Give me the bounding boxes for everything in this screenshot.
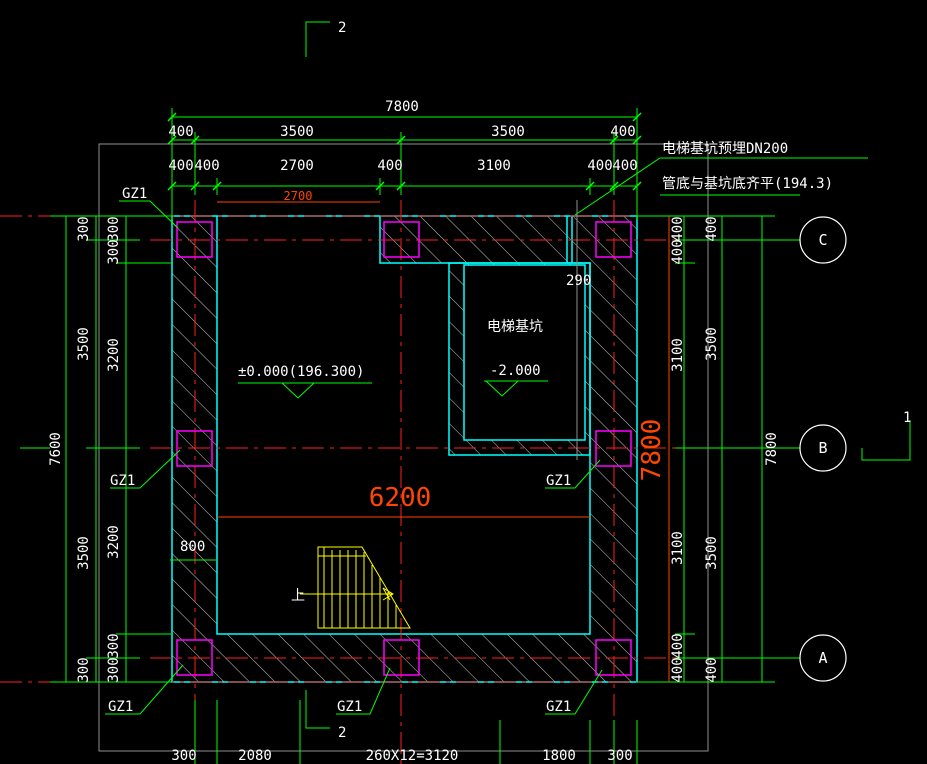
gz-label: GZ1 <box>122 186 147 202</box>
gz-label: GZ1 <box>546 473 571 489</box>
pit-note-line-1: 电梯基坑预埋DN200 <box>662 140 788 157</box>
dim-top-r2-0: 400 <box>168 124 193 140</box>
column <box>383 221 420 258</box>
dim-top-r3-0: 400 <box>168 158 193 174</box>
dim-left-inner-3: 3200 <box>106 525 122 559</box>
dim-right-inner-1: 400 <box>670 239 686 264</box>
dim-left-inner-2: 3200 <box>106 338 122 372</box>
stair-up-label: 上 <box>291 588 305 604</box>
pit-note-line-2: 管底与基坑底齐平(194.3) <box>662 175 833 192</box>
dim-top-r3-4: 3100 <box>477 158 511 174</box>
dimension-ticks <box>167 112 642 191</box>
dim-left-outer-3: 300 <box>76 657 92 682</box>
dim-290: 290 <box>566 273 591 289</box>
dim-right-outer-2: 3500 <box>704 536 720 570</box>
dim-top-r2-1: 3500 <box>280 124 314 140</box>
dimension-lines <box>20 21 911 764</box>
pit-label: 电梯基坑 <box>487 318 543 335</box>
pit-wall-hatch <box>449 263 590 455</box>
dim-bottom-1: 2080 <box>238 748 272 764</box>
column <box>595 430 632 467</box>
column <box>176 639 213 676</box>
gz-label: GZ1 <box>110 473 135 489</box>
dim-right-inner-4: 400 <box>670 633 686 658</box>
dim-right-outer-3: 400 <box>704 657 720 682</box>
dim-left-inner-4: 300 <box>106 633 122 658</box>
dim-top-r2-3: 400 <box>610 124 635 140</box>
column <box>176 430 213 467</box>
axis-label-b: B <box>818 439 827 457</box>
dim-800: 800 <box>180 539 205 555</box>
dim-right-inner-3: 3100 <box>670 531 686 565</box>
dim-top-r3-5: 400 <box>587 158 612 174</box>
red-dimension-lines <box>217 201 670 682</box>
dim-left-inner-5: 300 <box>106 657 122 682</box>
dim-left-inner-1: 300 <box>106 239 122 264</box>
section-mark-bottom: 2 <box>338 725 346 741</box>
dim-top-r3-6: 400 <box>612 158 637 174</box>
column <box>176 221 213 258</box>
column <box>383 639 420 676</box>
axis-label-c: C <box>818 231 827 249</box>
dim-right-inner-5: 400 <box>670 657 686 682</box>
axis-label-a: A <box>818 649 827 667</box>
dim-top-r2-2: 3500 <box>491 124 525 140</box>
section-mark-top: 2 <box>338 20 346 36</box>
stair <box>300 546 411 629</box>
dim-left-outer-2: 3500 <box>76 536 92 570</box>
dim-top-inner-red: 2700 <box>284 189 313 203</box>
dim-right-big-red: 7800 <box>637 419 667 482</box>
dim-left-overall: 7600 <box>48 432 64 466</box>
dim-top-r3-3: 400 <box>377 158 402 174</box>
dim-left-outer-0: 300 <box>76 216 92 241</box>
dim-bottom-0: 300 <box>171 748 196 764</box>
pit-level: -2.000 <box>490 363 541 379</box>
dim-bottom-3: 1800 <box>542 748 576 764</box>
dim-top-r3-2: 2700 <box>280 158 314 174</box>
dim-bottom-4: 300 <box>607 748 632 764</box>
dim-left-outer-1: 3500 <box>76 327 92 361</box>
dim-right-inner-0: 400 <box>670 216 686 241</box>
dim-top-overall: 7800 <box>385 99 419 115</box>
dim-right-outer-1: 3500 <box>704 327 720 361</box>
level-markers <box>238 380 548 399</box>
dim-left-inner-0: 300 <box>106 216 122 241</box>
gz-label: GZ1 <box>108 699 133 715</box>
axis-bubbles <box>799 216 847 682</box>
dim-right-inner-2: 3100 <box>670 338 686 372</box>
section-mark-right: 1 <box>903 410 911 426</box>
dim-top-r3-1: 400 <box>194 158 219 174</box>
gz-label: GZ1 <box>546 699 571 715</box>
column <box>595 221 632 258</box>
width-red-6200: 6200 <box>369 483 432 513</box>
columns <box>176 221 632 676</box>
dim-right-overall: 7800 <box>764 432 780 466</box>
floor-level: ±0.000(196.300) <box>238 364 364 380</box>
dim-right-outer-0: 400 <box>704 216 720 241</box>
gz-label: GZ1 <box>337 699 362 715</box>
column <box>595 639 632 676</box>
dim-bottom-2: 260X12=3120 <box>366 748 459 764</box>
